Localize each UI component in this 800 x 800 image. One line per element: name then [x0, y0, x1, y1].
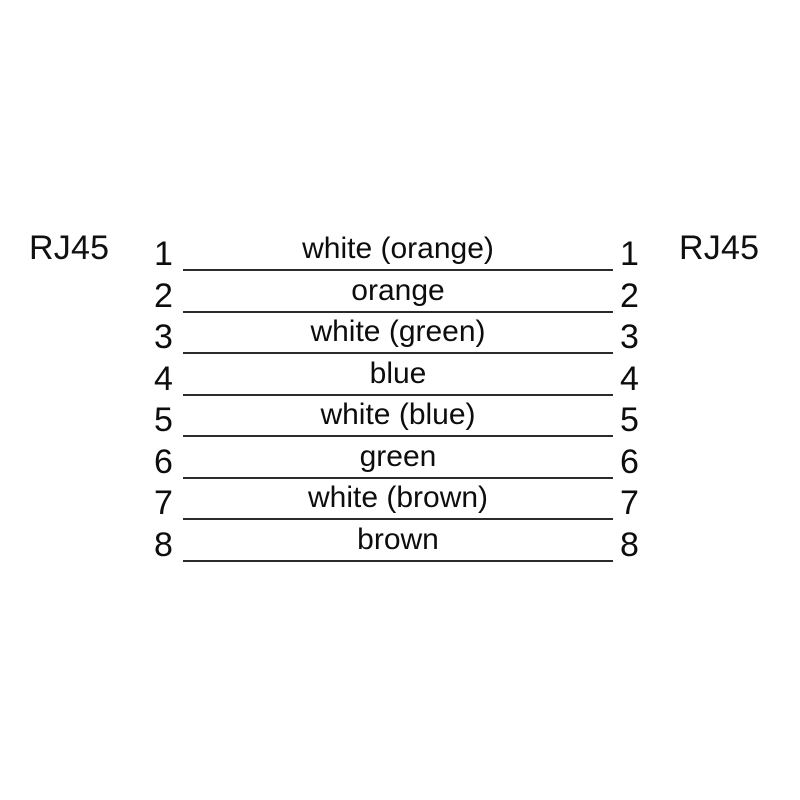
left-connector-label: RJ45 — [29, 229, 110, 267]
right-pin-number: 4 — [620, 359, 639, 398]
wire-line — [183, 518, 613, 520]
left-pin-number: 7 — [154, 484, 173, 522]
wire-color-label: orange — [351, 273, 445, 307]
wire-color-label: brown — [357, 522, 439, 556]
wire-color-label: white (orange) — [302, 232, 494, 265]
right-connector-label: RJ45 — [679, 229, 760, 267]
right-pin-number: 2 — [620, 276, 639, 315]
left-pin-number: 2 — [154, 276, 173, 315]
wire-line — [183, 310, 613, 313]
right-pin-number: 5 — [620, 401, 639, 439]
right-pin-number: 6 — [620, 442, 639, 481]
wire-line — [183, 559, 613, 562]
wire-color-label: green — [359, 439, 437, 473]
wire-color-label: white (green) — [310, 315, 486, 348]
wire-line — [183, 476, 613, 479]
right-pin-number: 3 — [620, 318, 639, 356]
left-pin-number: 5 — [154, 401, 173, 439]
left-pin-number: 6 — [154, 442, 173, 481]
left-pin-number: 3 — [154, 318, 173, 356]
wire-line — [183, 435, 613, 437]
wire-line — [183, 352, 613, 354]
left-pin-number: 1 — [154, 235, 173, 273]
wire-line — [183, 269, 613, 271]
wire-color-label: white (brown) — [307, 481, 489, 514]
right-pin-number: 1 — [620, 235, 639, 273]
wire-color-label: white (blue) — [320, 398, 476, 431]
left-pin-number: 4 — [154, 359, 173, 398]
wire-color-label: blue — [369, 356, 427, 390]
right-pin-number: 7 — [620, 484, 639, 522]
right-pin-number: 8 — [620, 525, 639, 564]
left-pin-number: 8 — [154, 525, 173, 564]
wire-line — [183, 393, 613, 396]
